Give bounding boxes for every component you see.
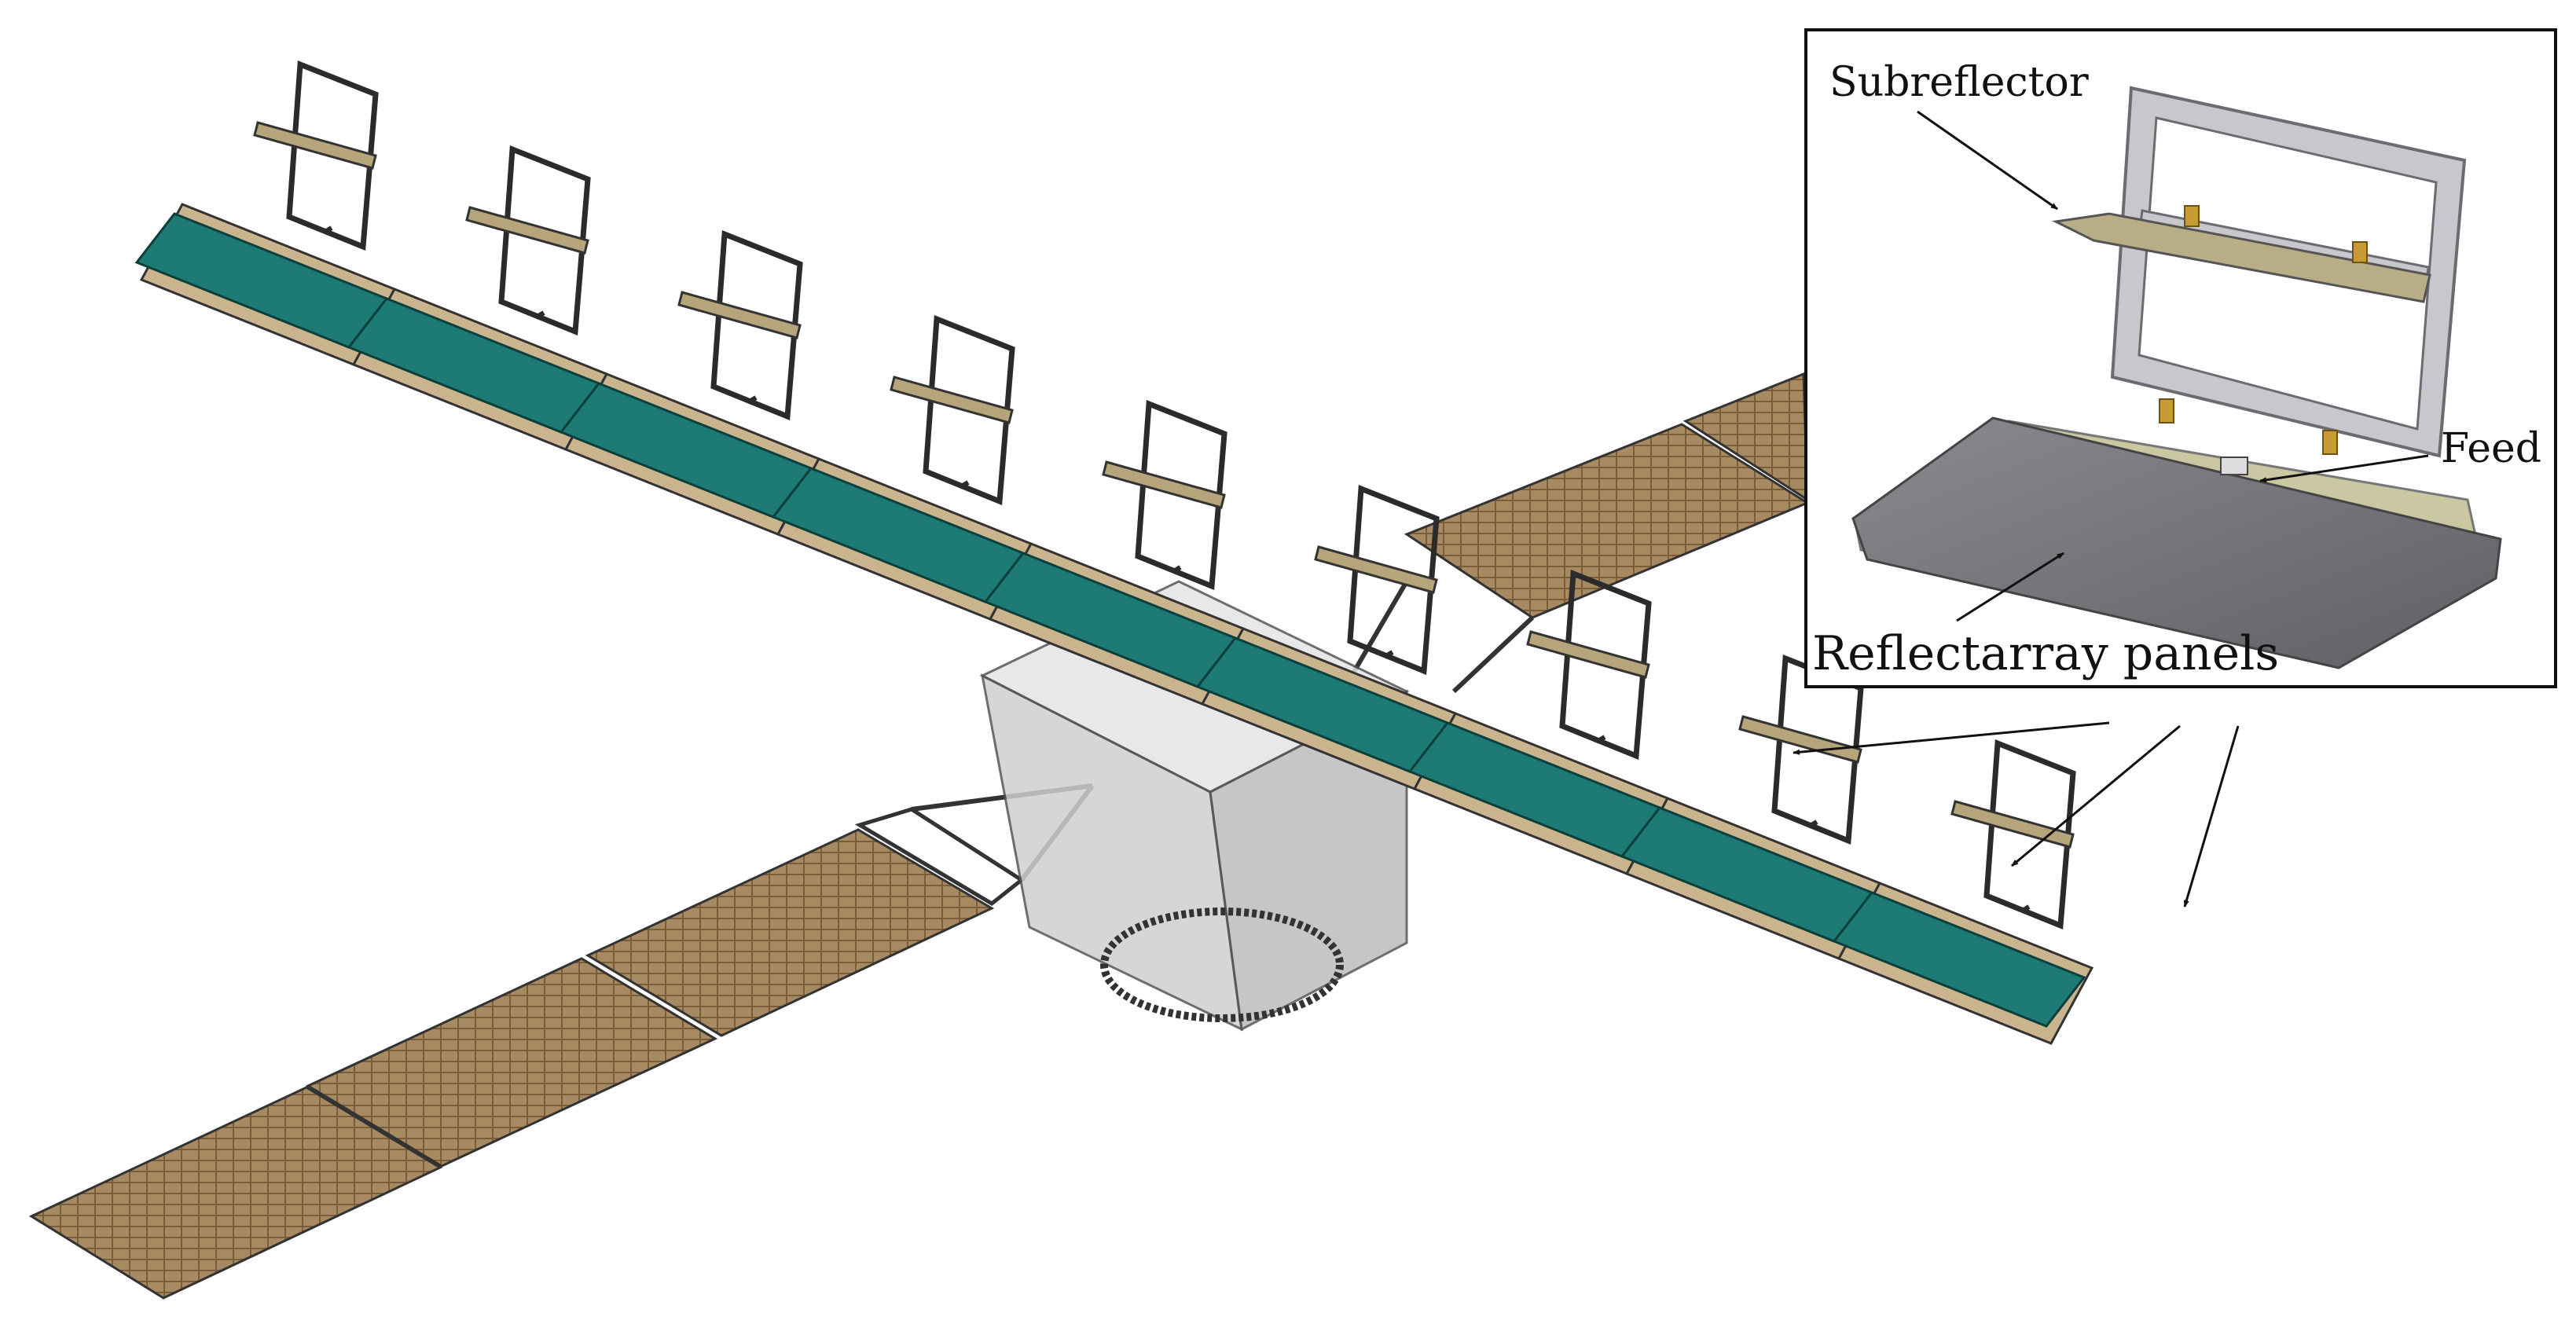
solar-panel xyxy=(28,1086,443,1300)
feed-support xyxy=(1595,735,1606,744)
subreflector-label: Subreflector xyxy=(1829,59,2089,106)
hinge-icon xyxy=(2322,430,2338,455)
subreflector-frame xyxy=(1559,569,1652,761)
solar-array-left-wing xyxy=(28,783,1095,1300)
feed-support xyxy=(1807,820,1818,829)
feed-support xyxy=(534,310,545,320)
feed-support xyxy=(747,395,758,405)
feed-arrow xyxy=(2259,454,2429,483)
inset-subreflector-plate xyxy=(2052,212,2431,303)
feed-support xyxy=(959,480,970,490)
feed-support xyxy=(2020,904,2031,914)
reflectarray-panels-label: Reflectarray panels xyxy=(1812,626,2279,681)
subreflector-frame xyxy=(1135,399,1227,591)
subreflector-frame xyxy=(498,145,591,336)
reflectarray-panel xyxy=(1832,891,2086,1028)
pointer-arrow xyxy=(1793,721,2110,755)
solar-array-yoke-arm xyxy=(1451,615,1535,694)
subreflector-plate xyxy=(1526,630,1650,679)
reflectarray-chain xyxy=(134,60,2094,1045)
solar-panel xyxy=(585,828,995,1037)
pointer-arrow xyxy=(2183,725,2240,908)
inset-feed xyxy=(2220,456,2248,475)
hinge-icon xyxy=(2159,398,2174,424)
inset-detail xyxy=(1804,28,2557,688)
subreflector-plate xyxy=(890,376,1014,424)
callout-arrows xyxy=(1793,110,2429,908)
launch-adapter-ring xyxy=(1100,908,1344,1022)
feed-support xyxy=(1383,650,1394,659)
subreflector-frame xyxy=(1983,739,2076,930)
hinge-icon xyxy=(2352,241,2368,263)
solar-array-yoke-arm xyxy=(1349,580,1409,677)
subreflector-frame xyxy=(286,60,379,251)
inset-reflectarray-panel xyxy=(1851,416,2502,669)
solar-array-right-wing xyxy=(1349,372,1811,694)
feed-support xyxy=(1171,565,1182,574)
subreflector-arrow xyxy=(1917,110,2058,211)
subreflector-frame xyxy=(923,314,1015,506)
subreflector-plate xyxy=(1314,545,1438,594)
pointer-arrow xyxy=(2011,724,2181,867)
subreflector-frame xyxy=(1347,484,1440,676)
subreflector-plate xyxy=(253,121,377,170)
reflectarray-panels-arrow xyxy=(1956,552,2064,622)
feed-label: Feed xyxy=(2441,425,2541,472)
subreflector-plate xyxy=(1102,460,1226,509)
hinge-icon xyxy=(2184,205,2200,227)
solar-panel xyxy=(305,957,718,1168)
subreflector-plate xyxy=(677,291,802,339)
subreflector-plate xyxy=(1950,800,2075,849)
subreflector-frame xyxy=(710,229,803,421)
feed-support xyxy=(322,226,333,235)
subreflector-plate xyxy=(1738,715,1862,764)
subreflector-plate xyxy=(465,206,589,255)
